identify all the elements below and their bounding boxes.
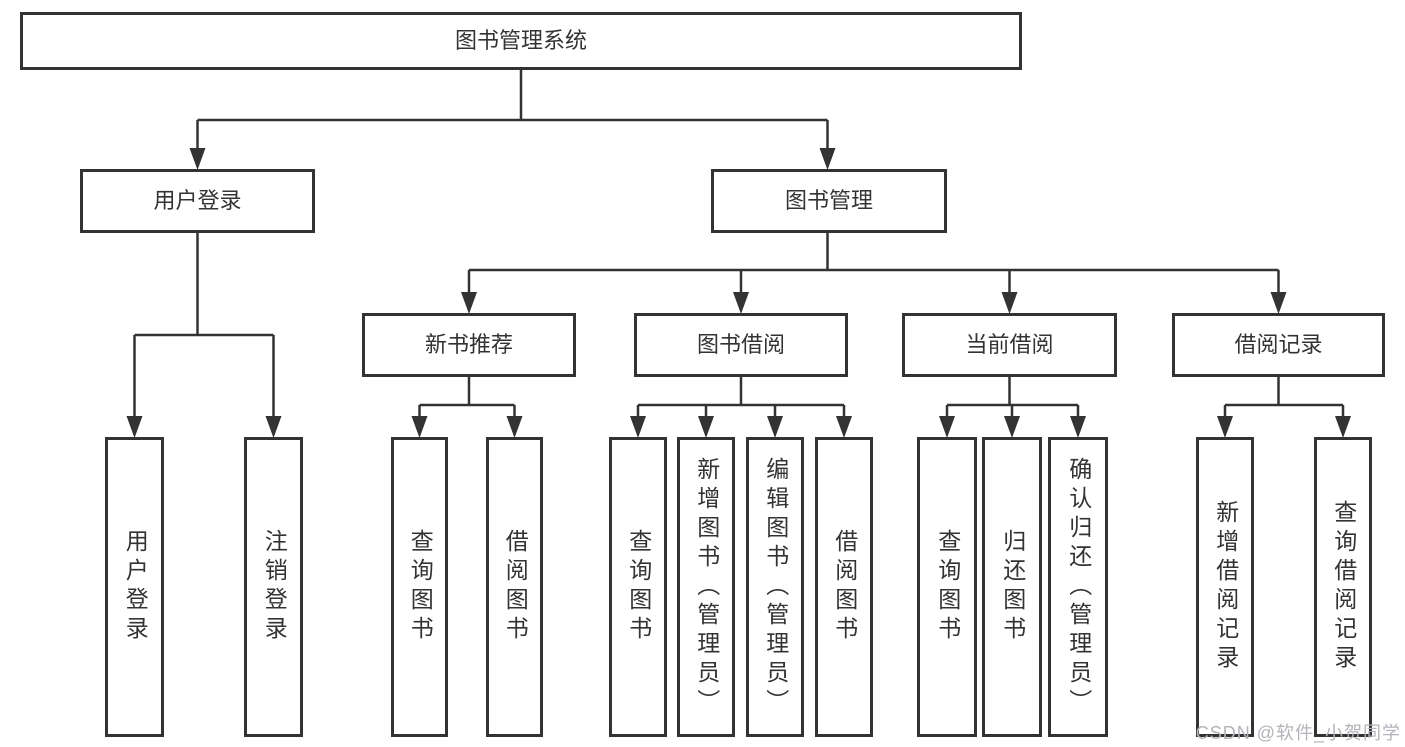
leaf-add-book-admin: 新增图书（管理员） (677, 437, 735, 737)
leaf-query-book-recommend: 查询图书 (391, 437, 448, 737)
leaf-edit-book-admin: 编辑图书（管理员） (746, 437, 804, 737)
leaf-query-borrow-record: 查询借阅记录 (1314, 437, 1372, 737)
leaf-user-login: 用户登录 (105, 437, 164, 737)
leaf-query-book-current: 查询图书 (917, 437, 977, 737)
leaf-borrow-book: 借阅图书 (815, 437, 873, 737)
node-borrow-record: 借阅记录 (1172, 313, 1385, 377)
node-new-book-recommend: 新书推荐 (362, 313, 576, 377)
node-current-borrow: 当前借阅 (902, 313, 1117, 377)
leaf-query-book-borrow: 查询图书 (609, 437, 667, 737)
leaf-add-borrow-record: 新增借阅记录 (1196, 437, 1254, 737)
node-user-login: 用户登录 (80, 169, 315, 233)
leaf-confirm-return-admin: 确认归还（管理员） (1048, 437, 1108, 737)
leaf-logout-login: 注销登录 (244, 437, 303, 737)
leaf-return-book: 归还图书 (982, 437, 1042, 737)
leaf-borrow-book-recommend: 借阅图书 (486, 437, 543, 737)
watermark: CSDN @软件_小贺同学 (1195, 723, 1401, 743)
node-book-borrow: 图书借阅 (634, 313, 848, 377)
node-book-management: 图书管理 (711, 169, 947, 233)
node-root: 图书管理系统 (20, 12, 1022, 70)
